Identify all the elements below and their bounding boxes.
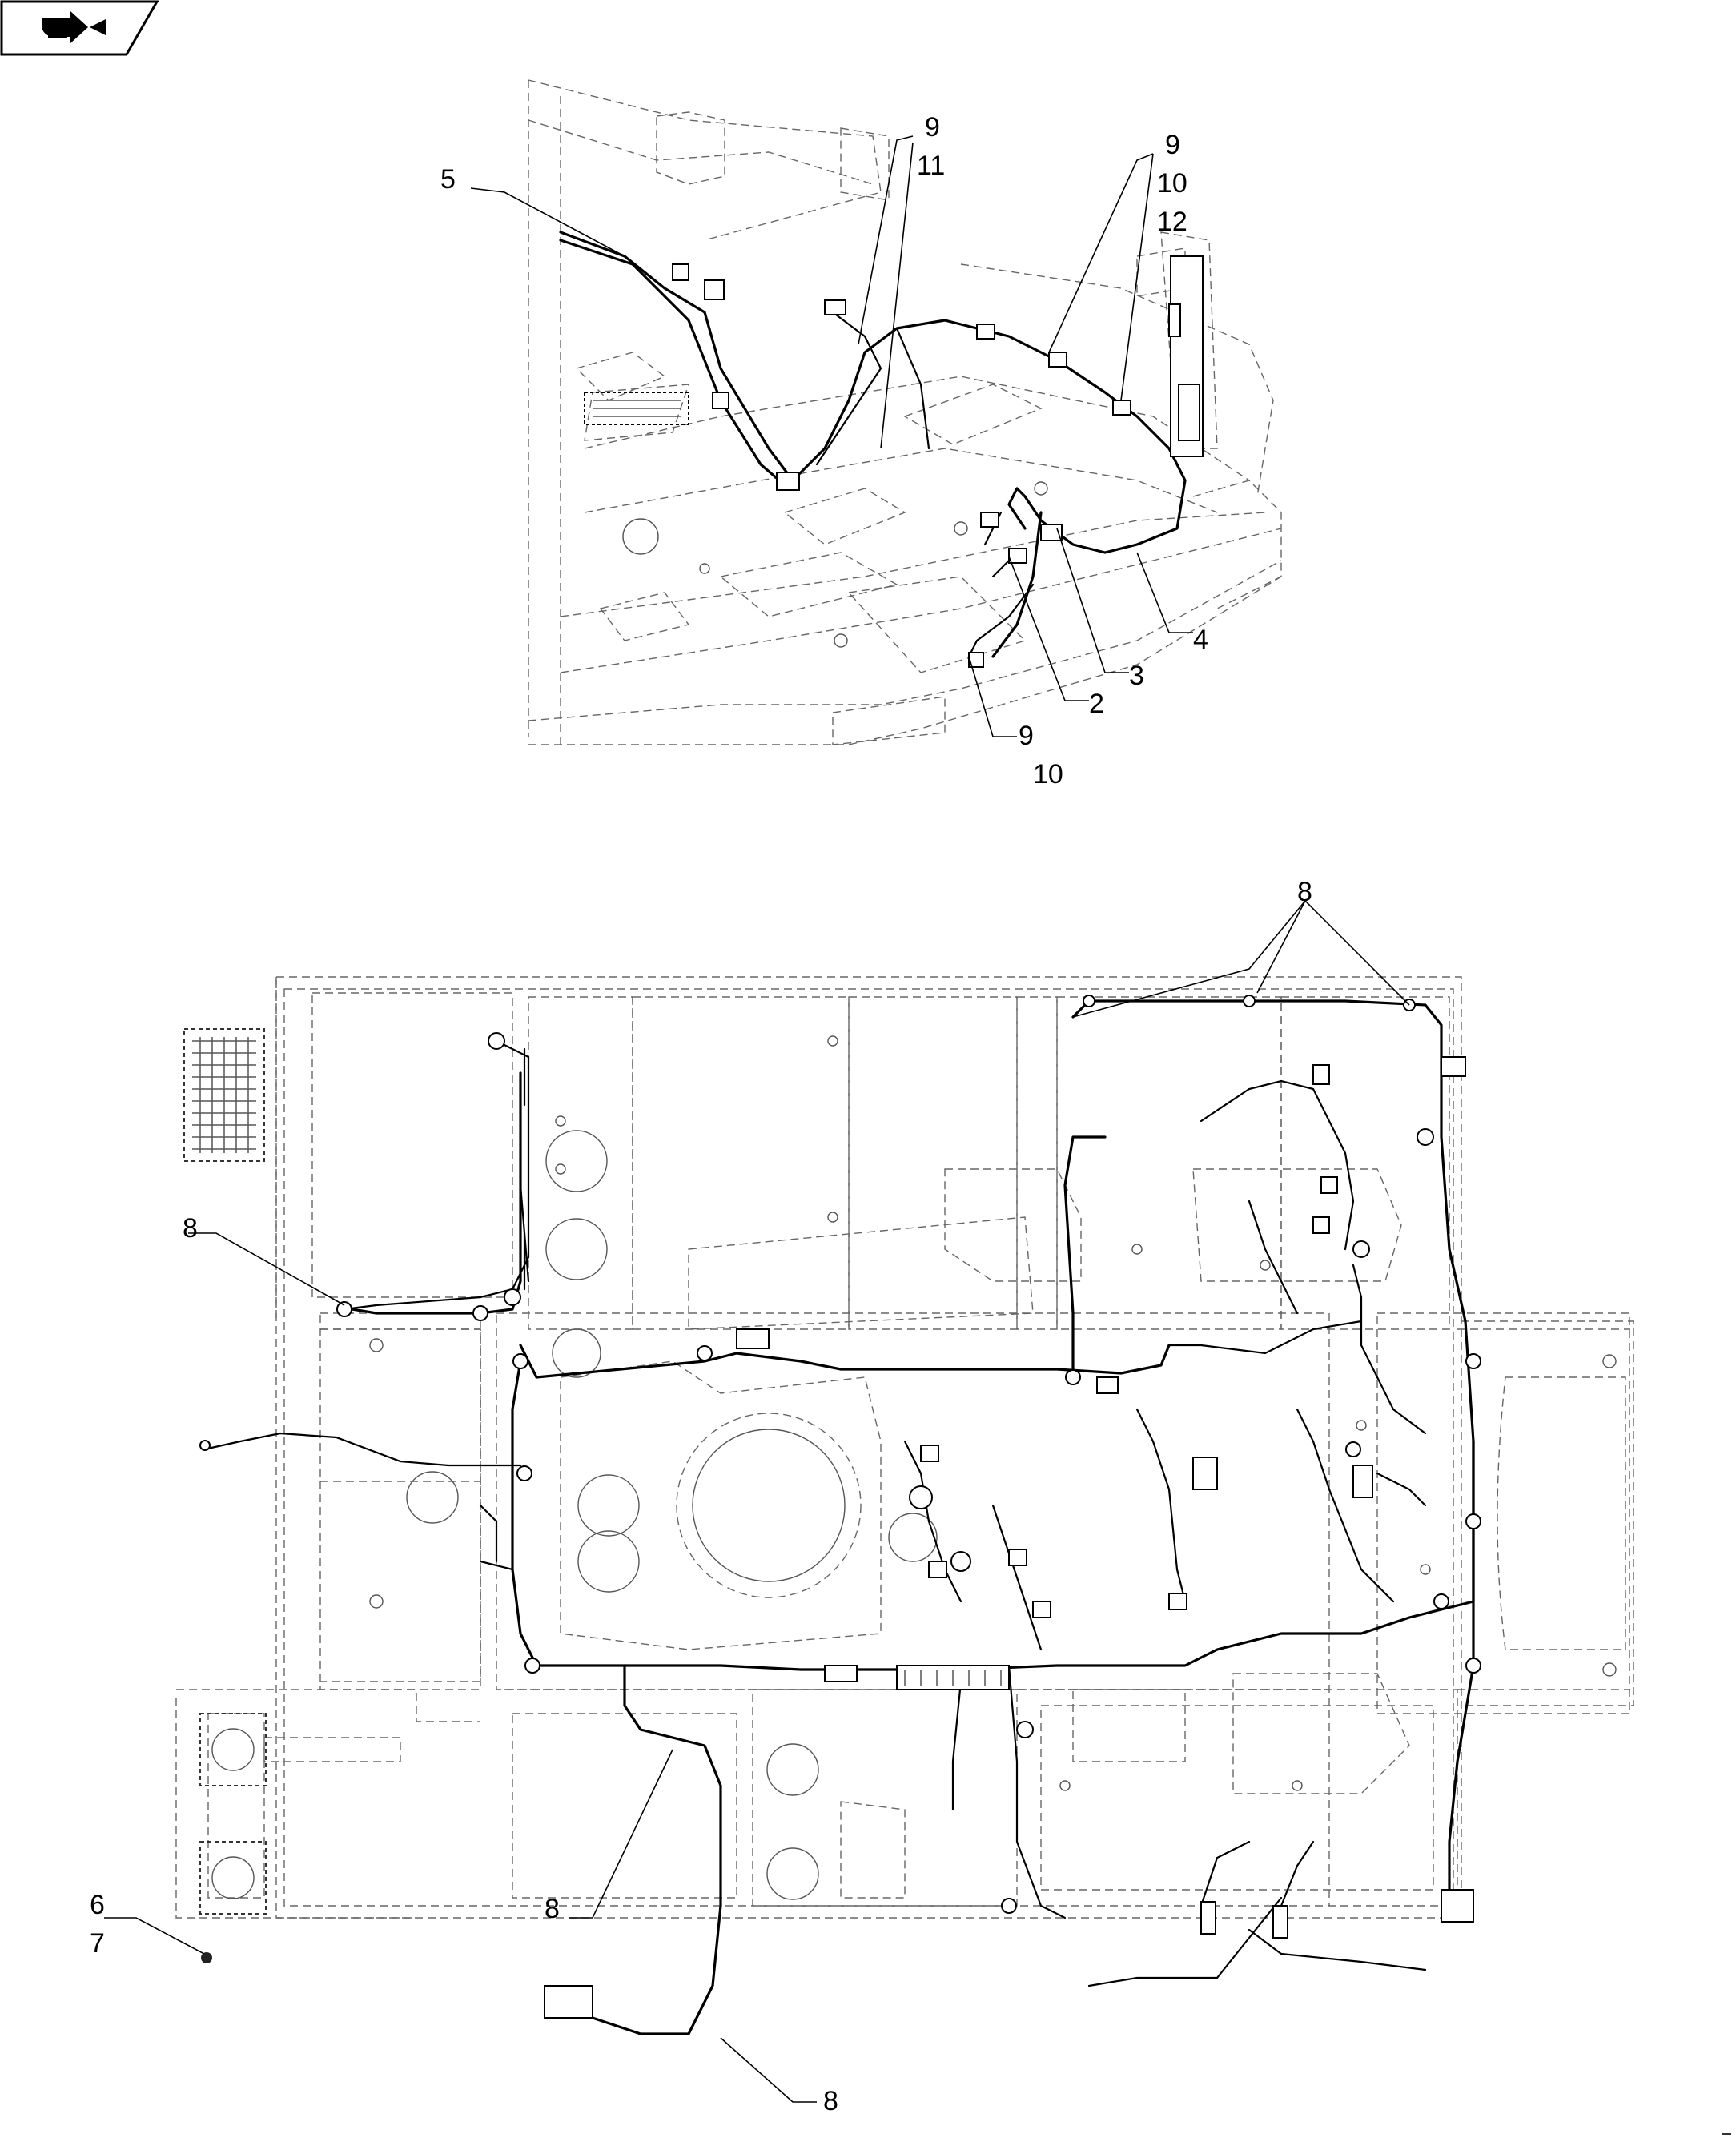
callout-8-top: 8	[1297, 877, 1312, 907]
nav-return-button[interactable]	[0, 0, 159, 56]
grille-pattern	[192, 1037, 256, 1153]
callout-10-a: 10	[1157, 168, 1187, 199]
callout-9-b: 9	[1165, 130, 1180, 160]
callout-8-bottom: 8	[823, 2086, 838, 2116]
callout-2: 2	[1089, 689, 1104, 719]
callout-7: 7	[90, 1928, 105, 1959]
callout-9-c: 9	[1019, 721, 1034, 751]
top-isometric-view: 5 9 11 9 10 12 4 3 2 9 10	[440, 79, 1282, 790]
callout-3: 3	[1129, 661, 1144, 691]
bottom-callouts: 8 8 8 6 7 8	[90, 877, 1312, 2116]
top-harness	[559, 231, 1204, 668]
bottom-plan-view: 8 8 8 6 7 8	[90, 877, 1634, 2116]
bottom-frame-structure	[175, 976, 1634, 1919]
callout-5: 5	[440, 164, 456, 195]
return-arrow-icon	[42, 11, 106, 43]
bottom-leaders	[104, 900, 1410, 2103]
callout-10-b: 10	[1033, 759, 1063, 790]
callout-6: 6	[90, 1890, 105, 1920]
top-leaders	[470, 135, 1193, 737]
callout-4: 4	[1193, 625, 1208, 655]
callout-11: 11	[917, 151, 945, 181]
top-callouts: 5 9 11 9 10 12 4 3 2 9 10	[440, 112, 1208, 790]
callout-8-left: 8	[183, 1213, 198, 1244]
callout-12: 12	[1157, 207, 1187, 237]
callout-9-a: 9	[925, 112, 940, 143]
callout-8-mid: 8	[545, 1894, 560, 1924]
bottom-harness	[199, 995, 1481, 2035]
